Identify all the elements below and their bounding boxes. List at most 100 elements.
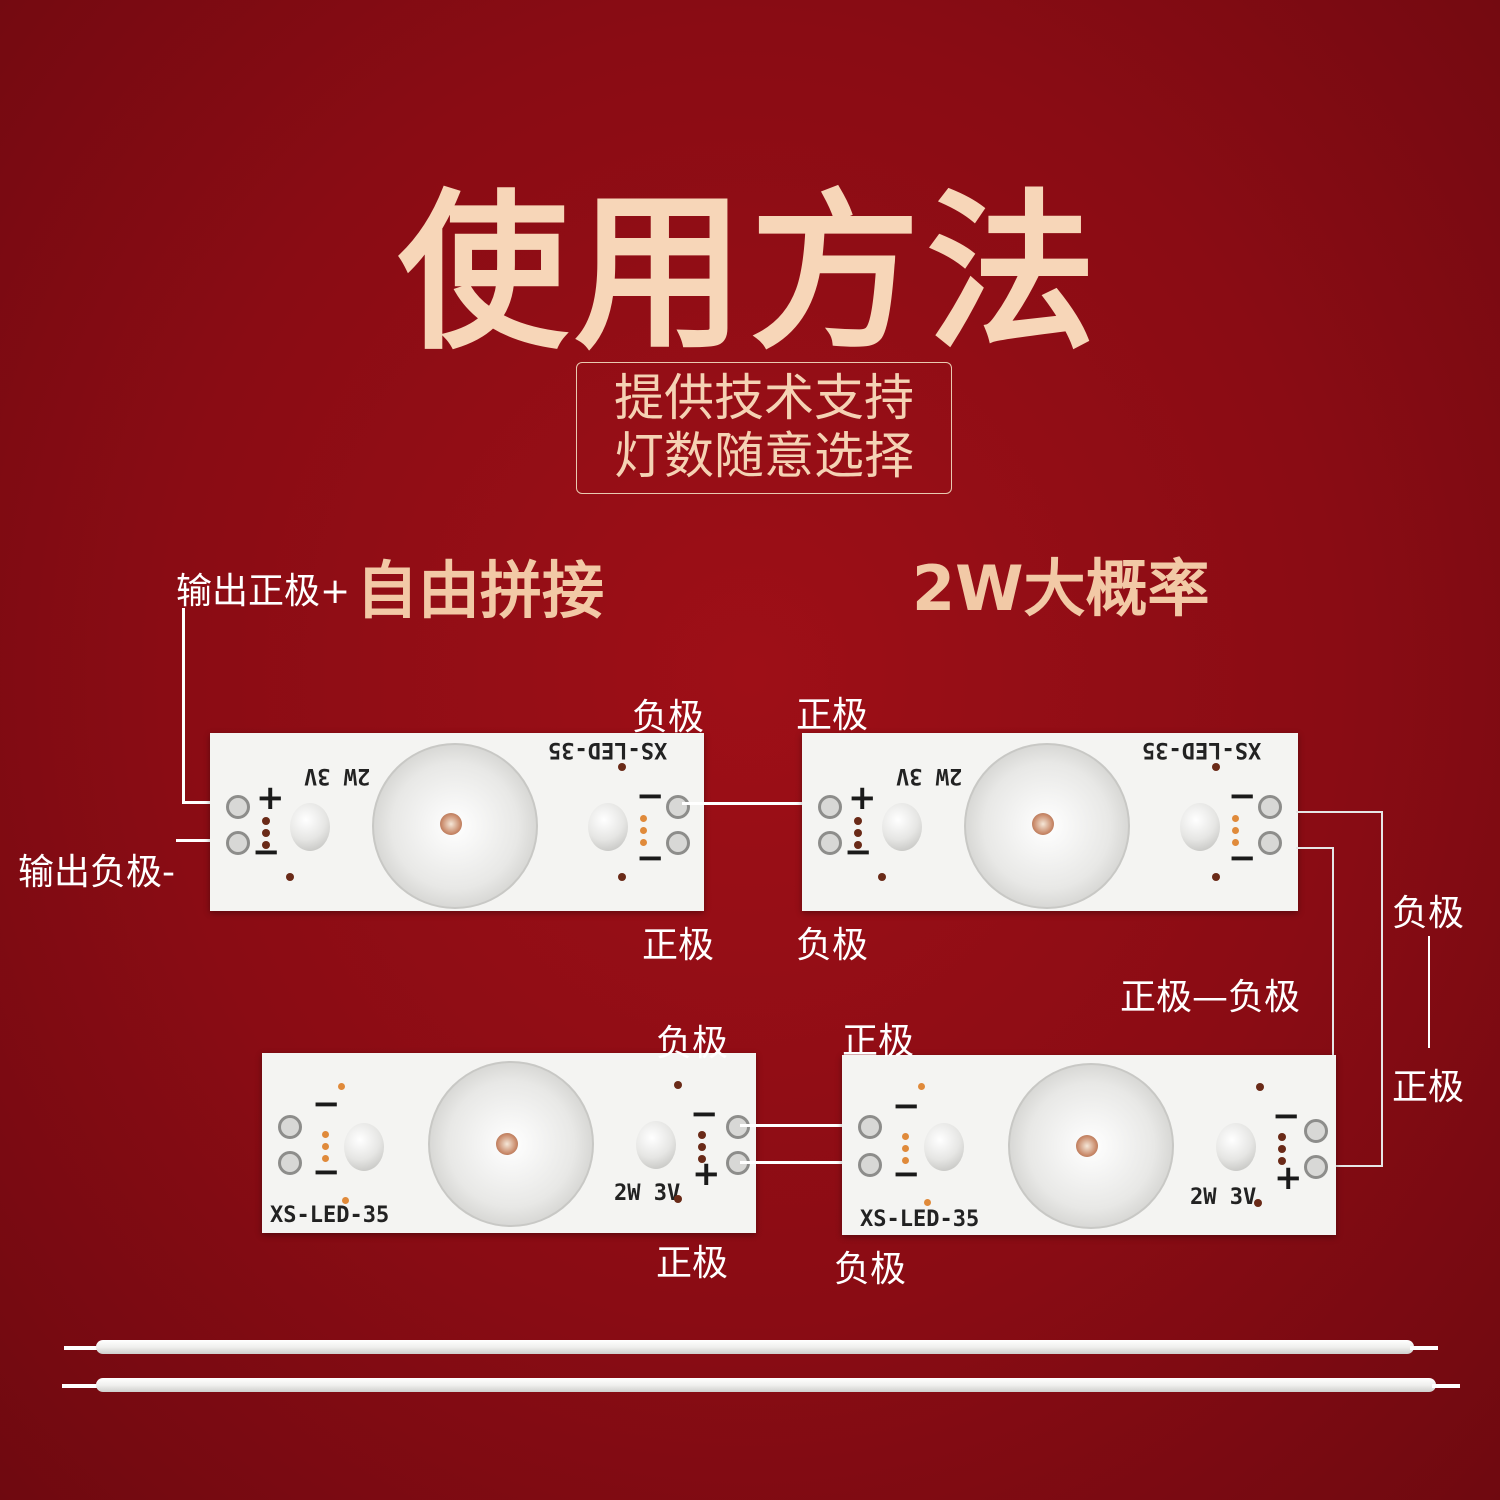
label-positive: 正极 (642, 925, 715, 966)
orange-dot (640, 827, 647, 834)
board-model: XS-LED-35 (860, 1207, 980, 1232)
mount-hole (290, 803, 330, 851)
support-box: 提供技术支持 灯数随意选择 (576, 362, 952, 494)
led-chip (1076, 1135, 1098, 1157)
led-board-top-right: + − 2W 3V XS-LED-35 − − (802, 733, 1298, 911)
dot (878, 873, 886, 881)
board-rating: 2W 3V (1190, 1185, 1257, 1210)
minus-sign: − (892, 1154, 921, 1194)
board-rating: 2W 3V (304, 763, 371, 788)
minus-sign: − (892, 1086, 921, 1126)
label-output-positive: 输出正极+ (176, 571, 351, 612)
pad (226, 831, 250, 855)
minus-sign: − (1228, 838, 1257, 878)
minus-sign: − (636, 776, 665, 816)
wire-board3-board4-bottom (740, 1161, 866, 1164)
pad (226, 795, 250, 819)
dot (1278, 1133, 1286, 1141)
tube-wire-right (1410, 1346, 1438, 1350)
plus-sign: + (848, 778, 877, 818)
label-positive: 正极 (796, 695, 869, 736)
minus-sign: − (636, 838, 665, 878)
pad (1304, 1119, 1328, 1143)
dot (698, 1131, 706, 1139)
dot (1212, 763, 1220, 771)
mount-hole (1216, 1123, 1256, 1171)
dot (1254, 1199, 1262, 1207)
wire-right-outer-top (1296, 811, 1382, 813)
tube-wire-left (64, 1346, 104, 1350)
minus-sign: − (1228, 776, 1257, 816)
tube-wire-left (62, 1384, 104, 1388)
heading-2w: 2W大概率 (912, 552, 1210, 625)
pad (666, 795, 690, 819)
support-line-2: 灯数随意选择 (614, 427, 914, 485)
label-positive-to-negative: 正极—负极 (1120, 977, 1301, 1018)
mount-hole (588, 803, 628, 851)
pad (1304, 1155, 1328, 1179)
pad (726, 1115, 750, 1139)
wire-right-outer-vertical (1381, 811, 1383, 1167)
dot (618, 763, 626, 771)
orange-dot (1232, 815, 1239, 822)
dot (1212, 873, 1220, 881)
dot (698, 1143, 706, 1151)
pad (858, 1115, 882, 1139)
wire-board1-board2 (682, 802, 818, 805)
page-title: 使用方法 (397, 175, 1102, 373)
orange-dot (918, 1083, 925, 1090)
orange-dot (342, 1197, 349, 1204)
dot (854, 817, 862, 825)
dot (1256, 1083, 1264, 1091)
pad (278, 1151, 302, 1175)
led-chip (440, 813, 462, 835)
led-chip (496, 1133, 518, 1155)
board-model: XS-LED-35 (548, 737, 668, 762)
orange-dot (338, 1083, 345, 1090)
dot (262, 841, 270, 849)
led-chip (1032, 813, 1054, 835)
wire-right-outer-bottom (1310, 1165, 1383, 1167)
orange-dot (1232, 839, 1239, 846)
label-negative: 负极 (796, 925, 869, 966)
orange-dot (902, 1133, 909, 1140)
minus-sign: − (690, 1094, 719, 1134)
board-model: XS-LED-35 (1142, 737, 1262, 762)
wire-right-inner-top (1296, 847, 1334, 849)
orange-dot (322, 1155, 329, 1162)
pad (666, 831, 690, 855)
mount-hole (882, 803, 922, 851)
dot (618, 873, 626, 881)
orange-dot (322, 1131, 329, 1138)
orange-dot (640, 815, 647, 822)
mount-hole (636, 1121, 676, 1169)
led-board-bottom-right: − − XS-LED-35 2W 3V − + (842, 1055, 1336, 1235)
pad (1258, 795, 1282, 819)
dot (262, 829, 270, 837)
led-lens (428, 1061, 594, 1227)
label-negative: 负极 (656, 1023, 729, 1064)
orange-dot (322, 1143, 329, 1150)
divider-line (1428, 936, 1430, 1048)
minus-sign: − (1272, 1096, 1301, 1136)
dot (286, 873, 294, 881)
dot (674, 1195, 682, 1203)
dot (854, 829, 862, 837)
label-positive: 正极 (842, 1021, 915, 1062)
mount-hole (1180, 803, 1220, 851)
plus-sign: + (692, 1154, 721, 1194)
mount-hole (924, 1123, 964, 1171)
wire-output-positive-horizontal (182, 801, 234, 804)
minus-sign: − (844, 832, 873, 872)
wire-right-inner-vertical (1332, 847, 1334, 1129)
dot (262, 817, 270, 825)
pad (278, 1115, 302, 1139)
mount-hole (344, 1123, 384, 1171)
orange-dot (640, 839, 647, 846)
label-negative: 负极 (834, 1249, 907, 1290)
orange-dot (924, 1199, 931, 1206)
wire-output-positive-vertical (182, 608, 185, 804)
dot (674, 1081, 682, 1089)
board-model: XS-LED-35 (270, 1203, 390, 1228)
led-board-top-left: + − 2W 3V XS-LED-35 − − (210, 733, 704, 911)
